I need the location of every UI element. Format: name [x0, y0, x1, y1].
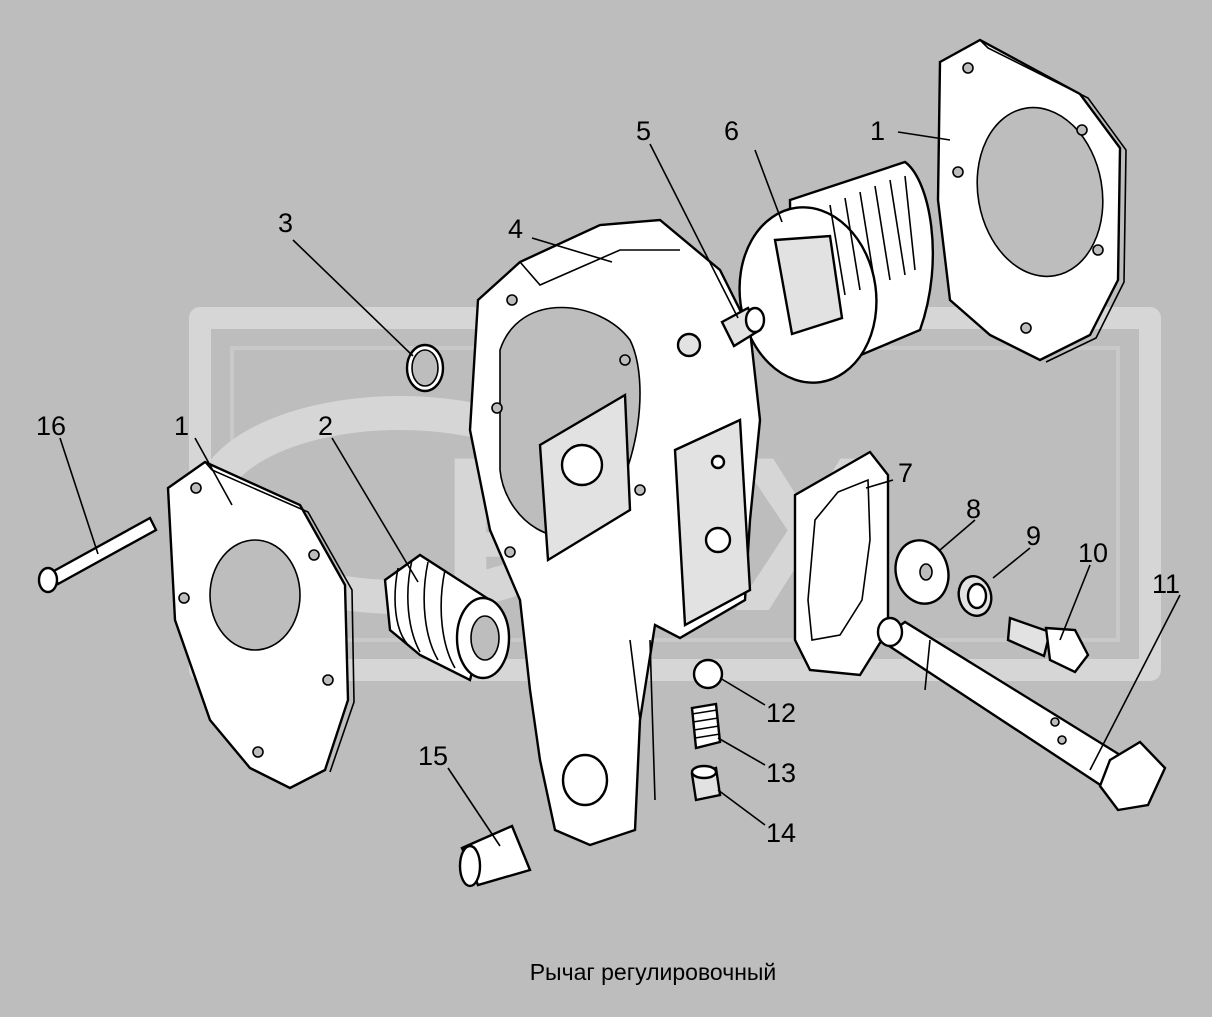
part-5-grease-nipple	[720, 306, 766, 348]
part-3-o-ring	[405, 343, 445, 393]
part-15-bushing	[458, 824, 532, 888]
part-10-bolt	[1006, 616, 1090, 674]
part-1-left-flange	[166, 460, 355, 790]
callout-11: 11	[1152, 569, 1180, 599]
callout-13: 13	[766, 758, 796, 788]
part-9-seal	[957, 575, 993, 617]
part-4-lever-body	[468, 218, 762, 847]
callout-5: 5	[636, 116, 651, 146]
part-14-plug	[690, 764, 722, 802]
part-13-spring	[690, 702, 722, 750]
callout-2: 2	[318, 411, 333, 441]
callout-15: 15	[418, 741, 448, 771]
part-16-pin	[37, 516, 158, 594]
part-12-ball	[692, 658, 724, 690]
callout-6: 6	[724, 116, 739, 146]
callout-1-right: 1	[870, 116, 885, 146]
part-11-axle	[876, 616, 1167, 812]
part-7-plate	[793, 450, 890, 677]
callout-labels: 1 1 2 3 4 5 6 7 8 9 10 11 12 13 14 15 16	[36, 116, 1180, 848]
part-1-right-flange	[936, 38, 1127, 363]
part-8-washer	[894, 539, 950, 605]
part-6-gear	[738, 160, 935, 384]
callout-4: 4	[508, 214, 523, 244]
callout-12: 12	[766, 698, 796, 728]
callout-3: 3	[278, 208, 293, 238]
callout-10: 10	[1078, 538, 1108, 568]
leader-lines	[59, 131, 1181, 847]
callout-9: 9	[1026, 521, 1041, 551]
callout-7: 7	[898, 458, 913, 488]
callout-16: 16	[36, 411, 66, 441]
callout-14: 14	[766, 818, 796, 848]
callout-8: 8	[966, 494, 981, 524]
part-2-worm	[383, 553, 511, 682]
diagram-caption: Рычаг регулировочный	[530, 959, 777, 985]
callout-1-left: 1	[174, 411, 189, 441]
